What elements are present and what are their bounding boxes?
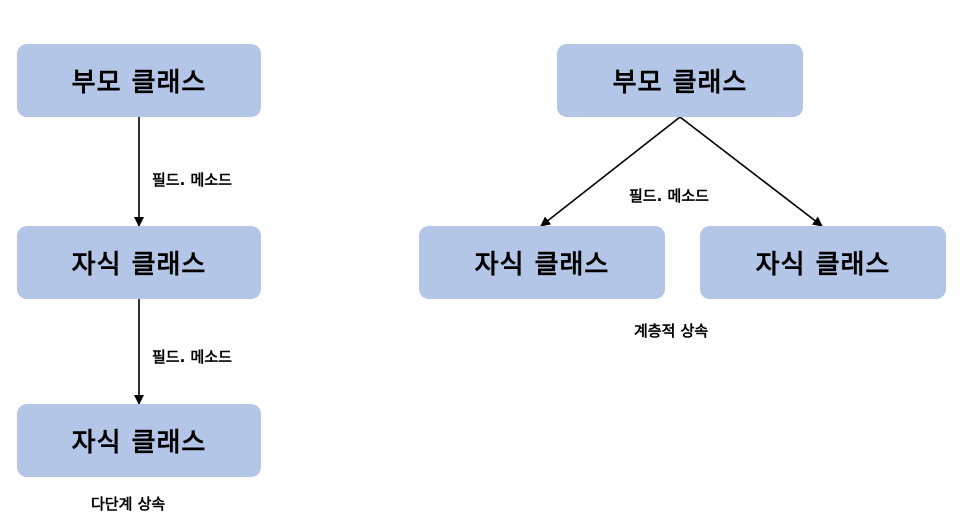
multilevel-child-class-label-1: 자식 클래스 [71, 250, 207, 280]
multilevel-parent-class-box: 부모 클래스 [17, 44, 261, 117]
hierarchical-right-child-class-box: 자식 클래스 [700, 226, 946, 299]
multilevel-edge-label-2: 필드. 메소드 [152, 348, 232, 366]
arrow-parent-to-right-child [679, 116, 823, 227]
multilevel-caption: 다단계 상속 [91, 495, 166, 513]
multilevel-child-class-label-2: 자식 클래스 [71, 428, 207, 458]
hierarchical-edge-label: 필드. 메소드 [629, 187, 709, 205]
hierarchical-right-child-class-label: 자식 클래스 [755, 250, 891, 280]
hierarchical-parent-class-box: 부모 클래스 [557, 44, 803, 117]
hierarchical-left-child-class-box: 자식 클래스 [419, 226, 665, 299]
multilevel-child-class-box-2: 자식 클래스 [17, 404, 261, 477]
arrow-parent-to-left-child [540, 116, 681, 227]
hierarchical-left-child-class-label: 자식 클래스 [474, 250, 610, 280]
multilevel-child-class-box-1: 자식 클래스 [17, 226, 261, 299]
hierarchical-parent-class-label: 부모 클래스 [612, 68, 748, 98]
multilevel-parent-class-label: 부모 클래스 [71, 68, 207, 98]
multilevel-edge-label-1: 필드. 메소드 [152, 171, 232, 189]
hierarchical-caption: 계층적 상속 [634, 322, 709, 340]
